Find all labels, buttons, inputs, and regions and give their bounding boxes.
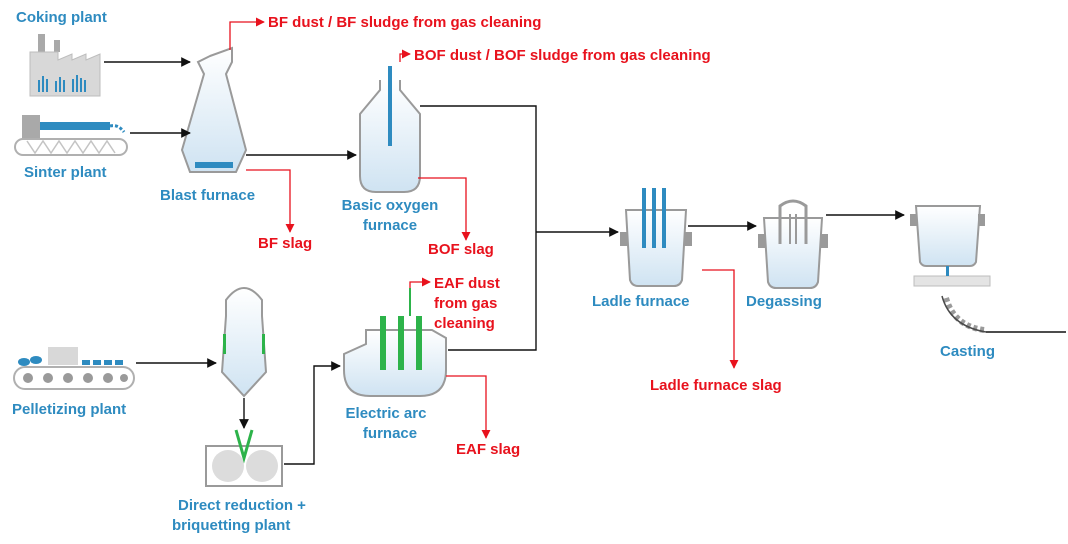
coking-plant-icon bbox=[29, 34, 101, 97]
eaf-slag-label: EAF slag bbox=[456, 441, 520, 458]
coking-plant-label: Coking plant bbox=[16, 9, 107, 26]
casting-icon bbox=[910, 205, 991, 333]
eaf-dust-label-line1: EAF dust bbox=[434, 275, 500, 292]
degassing-label: Degassing bbox=[746, 293, 822, 310]
bof-dust-label: BOF dust / BOF sludge from gas cleaning bbox=[414, 47, 711, 64]
material-flow-arrows bbox=[104, 57, 1066, 465]
casting-label: Casting bbox=[940, 343, 995, 360]
direct-reduction-label-line2: briquetting plant bbox=[172, 517, 290, 534]
bof-label-line1: Basic oxygen bbox=[342, 197, 439, 214]
ladle-furnace-icon bbox=[620, 188, 692, 287]
electric-arc-furnace-icon bbox=[343, 288, 447, 397]
sinter-plant-icon bbox=[14, 115, 128, 156]
eaf-dust-label-line3: cleaning bbox=[434, 315, 495, 332]
eaf-dust-label-line2: from gas bbox=[434, 295, 497, 312]
basic-oxygen-furnace-icon bbox=[359, 66, 421, 193]
bof-slag-label: BOF slag bbox=[428, 241, 494, 258]
bf-slag-label: BF slag bbox=[258, 235, 312, 252]
ladle-furnace-slag-label: Ladle furnace slag bbox=[650, 377, 782, 394]
pelletizing-plant-label: Pelletizing plant bbox=[12, 401, 126, 418]
pelletizing-plant-icon bbox=[13, 347, 135, 390]
sinter-plant-label: Sinter plant bbox=[24, 164, 107, 181]
residue-arrows bbox=[229, 17, 739, 439]
degassing-icon bbox=[758, 199, 828, 289]
blast-furnace-icon bbox=[180, 46, 248, 173]
briquetting-press-icon bbox=[205, 429, 283, 487]
eaf-label-line1: Electric arc bbox=[346, 405, 427, 422]
ladle-furnace-label: Ladle furnace bbox=[592, 293, 690, 310]
bof-label-line2: furnace bbox=[363, 217, 417, 234]
direct-reduction-label-line1: Direct reduction + bbox=[178, 497, 306, 514]
eaf-label-line2: furnace bbox=[363, 425, 417, 442]
blast-furnace-label: Blast furnace bbox=[160, 187, 255, 204]
direct-reduction-shaft-icon bbox=[220, 287, 268, 398]
bf-dust-label: BF dust / BF sludge from gas cleaning bbox=[268, 14, 541, 31]
